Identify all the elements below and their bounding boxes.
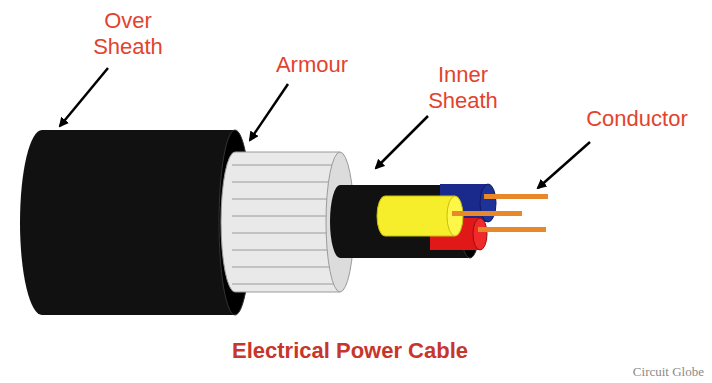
armour-wire (232, 284, 338, 285)
leader-arrows (60, 68, 590, 188)
over-sheath (20, 130, 251, 315)
armour-wire (232, 216, 338, 217)
cores (377, 184, 496, 250)
armour-wire (232, 267, 338, 268)
armour-wire (232, 182, 338, 183)
watermark: Circuit Globe (633, 364, 704, 380)
armour-wire (232, 233, 338, 234)
armour-wire (232, 199, 338, 200)
conductors (452, 194, 548, 232)
armour-wire (232, 250, 338, 251)
part-label: Over Sheath (80, 8, 176, 60)
part-label: Conductor (586, 106, 688, 132)
armour-wire (232, 165, 338, 166)
part-label: Armour (276, 52, 348, 78)
caption: Electrical Power Cable (232, 338, 468, 364)
part-label: Inner Sheath (415, 62, 511, 114)
